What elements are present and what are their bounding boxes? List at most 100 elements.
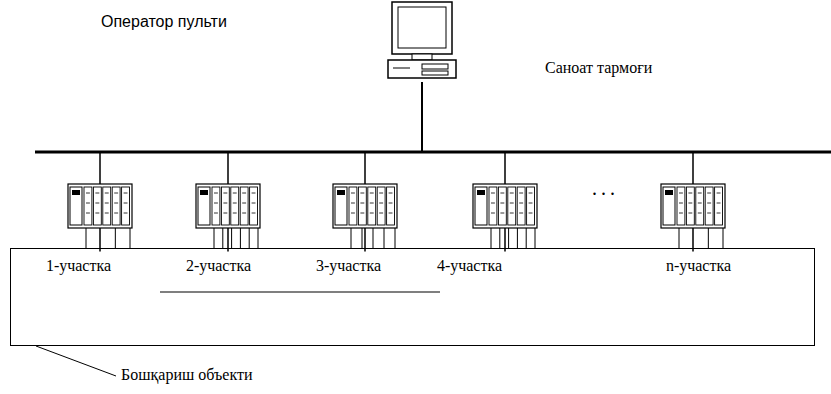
io-wire (362, 228, 363, 248)
section-label: n-участка (630, 252, 768, 275)
io-wire (723, 228, 724, 248)
module-window (72, 190, 80, 195)
system-unit (388, 60, 456, 78)
module-mark (242, 203, 246, 204)
module-mark (519, 193, 523, 194)
module-mark (491, 213, 495, 214)
disk-drive (422, 71, 448, 75)
io-module (93, 187, 101, 225)
io-wire (130, 228, 131, 248)
module-mark (698, 203, 702, 204)
module-mark (500, 213, 504, 214)
monitor-stand (412, 54, 432, 60)
rack-frame (333, 184, 397, 228)
network-label: Саноат тармоғи (545, 58, 652, 77)
io-module (250, 187, 258, 225)
module-mark (379, 203, 383, 204)
module-mark (214, 213, 218, 214)
plc-rack (196, 184, 260, 248)
module-mark (491, 203, 495, 204)
leader-line (36, 346, 116, 376)
plc-rack (333, 184, 397, 248)
module-window (477, 190, 485, 195)
module-window (337, 190, 345, 195)
module-mark (679, 193, 683, 194)
section-area: 2-участка (150, 252, 288, 282)
module-mark (105, 193, 109, 194)
plc-rack (473, 184, 537, 248)
io-module (84, 187, 92, 225)
io-wire (373, 228, 374, 248)
io-wire (384, 228, 385, 248)
power-module (335, 187, 347, 225)
module-mark (379, 193, 383, 194)
module-mark (389, 193, 393, 194)
object-label: Бошқариш объекти (121, 365, 253, 384)
io-module (349, 187, 357, 225)
module-mark (360, 203, 364, 204)
module-mark (519, 203, 523, 204)
module-mark (707, 203, 711, 204)
io-wire (115, 228, 116, 248)
module-mark (233, 203, 237, 204)
module-mark (529, 213, 533, 214)
module-mark (114, 193, 118, 194)
io-module (103, 187, 111, 225)
module-mark (252, 193, 256, 194)
module-mark (707, 213, 711, 214)
module-mark (351, 213, 355, 214)
module-mark (214, 203, 218, 204)
module-mark (95, 203, 99, 204)
io-wire (708, 228, 709, 248)
io-wire (258, 228, 259, 248)
module-mark (688, 193, 692, 194)
disk-drive (422, 64, 448, 69)
io-wire (526, 228, 527, 248)
module-mark (105, 213, 109, 214)
io-wire (249, 228, 250, 248)
module-mark (252, 213, 256, 214)
power-module (663, 187, 675, 225)
module-mark (360, 193, 364, 194)
module-mark (95, 213, 99, 214)
module-mark (242, 213, 246, 214)
module-mark (114, 203, 118, 204)
module-mark (679, 213, 683, 214)
module-mark (86, 203, 90, 204)
io-module (677, 187, 685, 225)
module-mark (124, 213, 128, 214)
network-link (422, 82, 693, 252)
unit-detail (393, 68, 410, 69)
section-area: 3-участка (290, 252, 408, 282)
module-mark (124, 193, 128, 194)
io-module (358, 187, 366, 225)
section-label: 3-участка (290, 252, 408, 275)
module-mark (370, 193, 374, 194)
io-module (498, 187, 506, 225)
module-mark (500, 203, 504, 204)
operator-console: Оператор пульти (95, 0, 460, 82)
module-mark (698, 213, 702, 214)
module-window (200, 190, 208, 195)
module-mark (717, 203, 721, 204)
plc-racks (68, 184, 725, 248)
module-mark (360, 213, 364, 214)
module-mark (223, 203, 227, 204)
module-mark (114, 213, 118, 214)
io-module (377, 187, 385, 225)
power-module (70, 187, 82, 225)
io-module (387, 187, 395, 225)
module-mark (698, 193, 702, 194)
monitor-frame (392, 2, 452, 54)
module-mark (688, 203, 692, 204)
module-mark (529, 193, 533, 194)
io-module (368, 187, 376, 225)
io-module (705, 187, 713, 225)
module-mark (510, 193, 514, 194)
io-wire (679, 228, 680, 248)
io-wire (86, 228, 87, 248)
power-module (198, 187, 210, 225)
io-wire (214, 228, 215, 248)
module-mark (519, 213, 523, 214)
